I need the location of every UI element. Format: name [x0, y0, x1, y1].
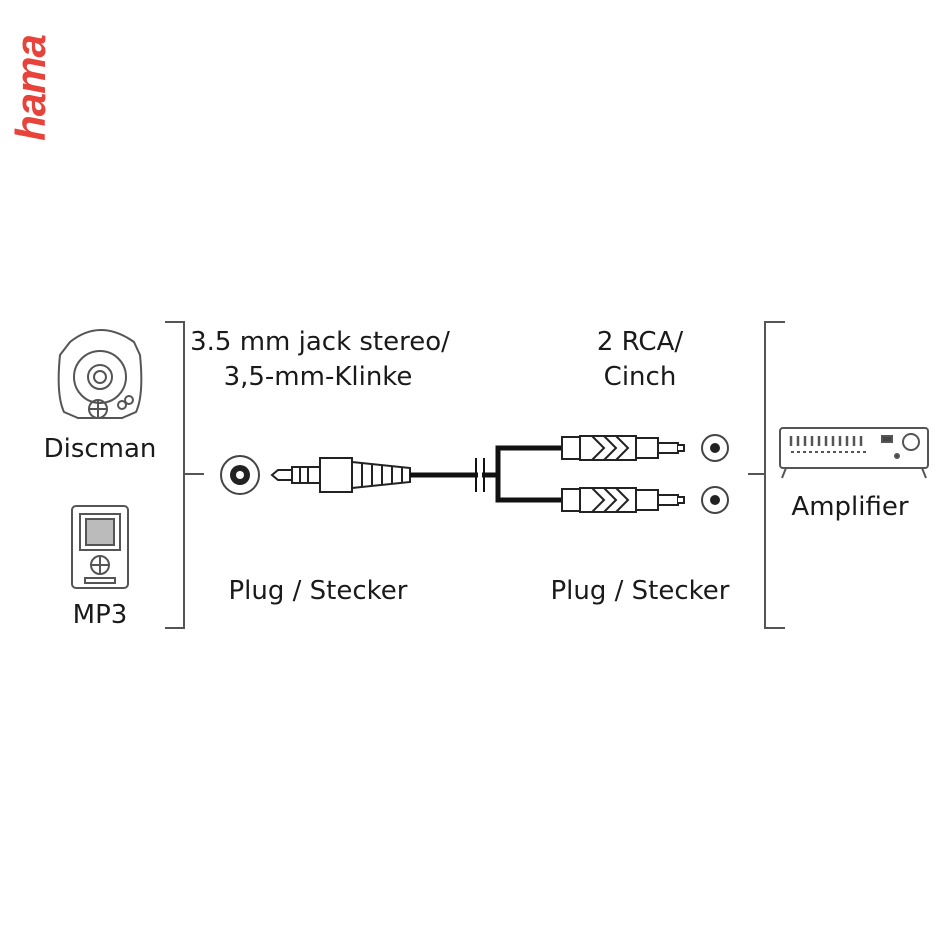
cable-break — [475, 458, 485, 492]
jack-label-line2: 3,5-mm-Klinke — [223, 362, 413, 392]
jack-label-line1: 3.5 mm jack stereo/ — [190, 327, 450, 357]
jack-plug — [270, 457, 411, 493]
left-bracket — [165, 321, 204, 629]
mp3-label: MP3 — [72, 600, 128, 630]
rca-plug-top — [561, 435, 685, 461]
rca-label-line1: 2 RCA/ — [596, 327, 684, 357]
cable — [410, 445, 562, 503]
plug-label-right: Plug / Stecker — [550, 576, 730, 606]
right-bracket — [748, 321, 785, 629]
rca-plug-bottom — [561, 487, 685, 513]
rca-label-line2: Cinch — [603, 362, 677, 392]
amplifier-label: Amplifier — [791, 492, 909, 522]
amplifier-icon — [779, 427, 929, 479]
mp3-player-icon — [71, 505, 129, 589]
plug-label-left: Plug / Stecker — [228, 576, 408, 606]
jack-socket-icon — [220, 455, 260, 495]
discman-icon — [57, 329, 143, 419]
rca-socket-icon — [701, 434, 729, 514]
discman-label: Discman — [43, 434, 157, 464]
